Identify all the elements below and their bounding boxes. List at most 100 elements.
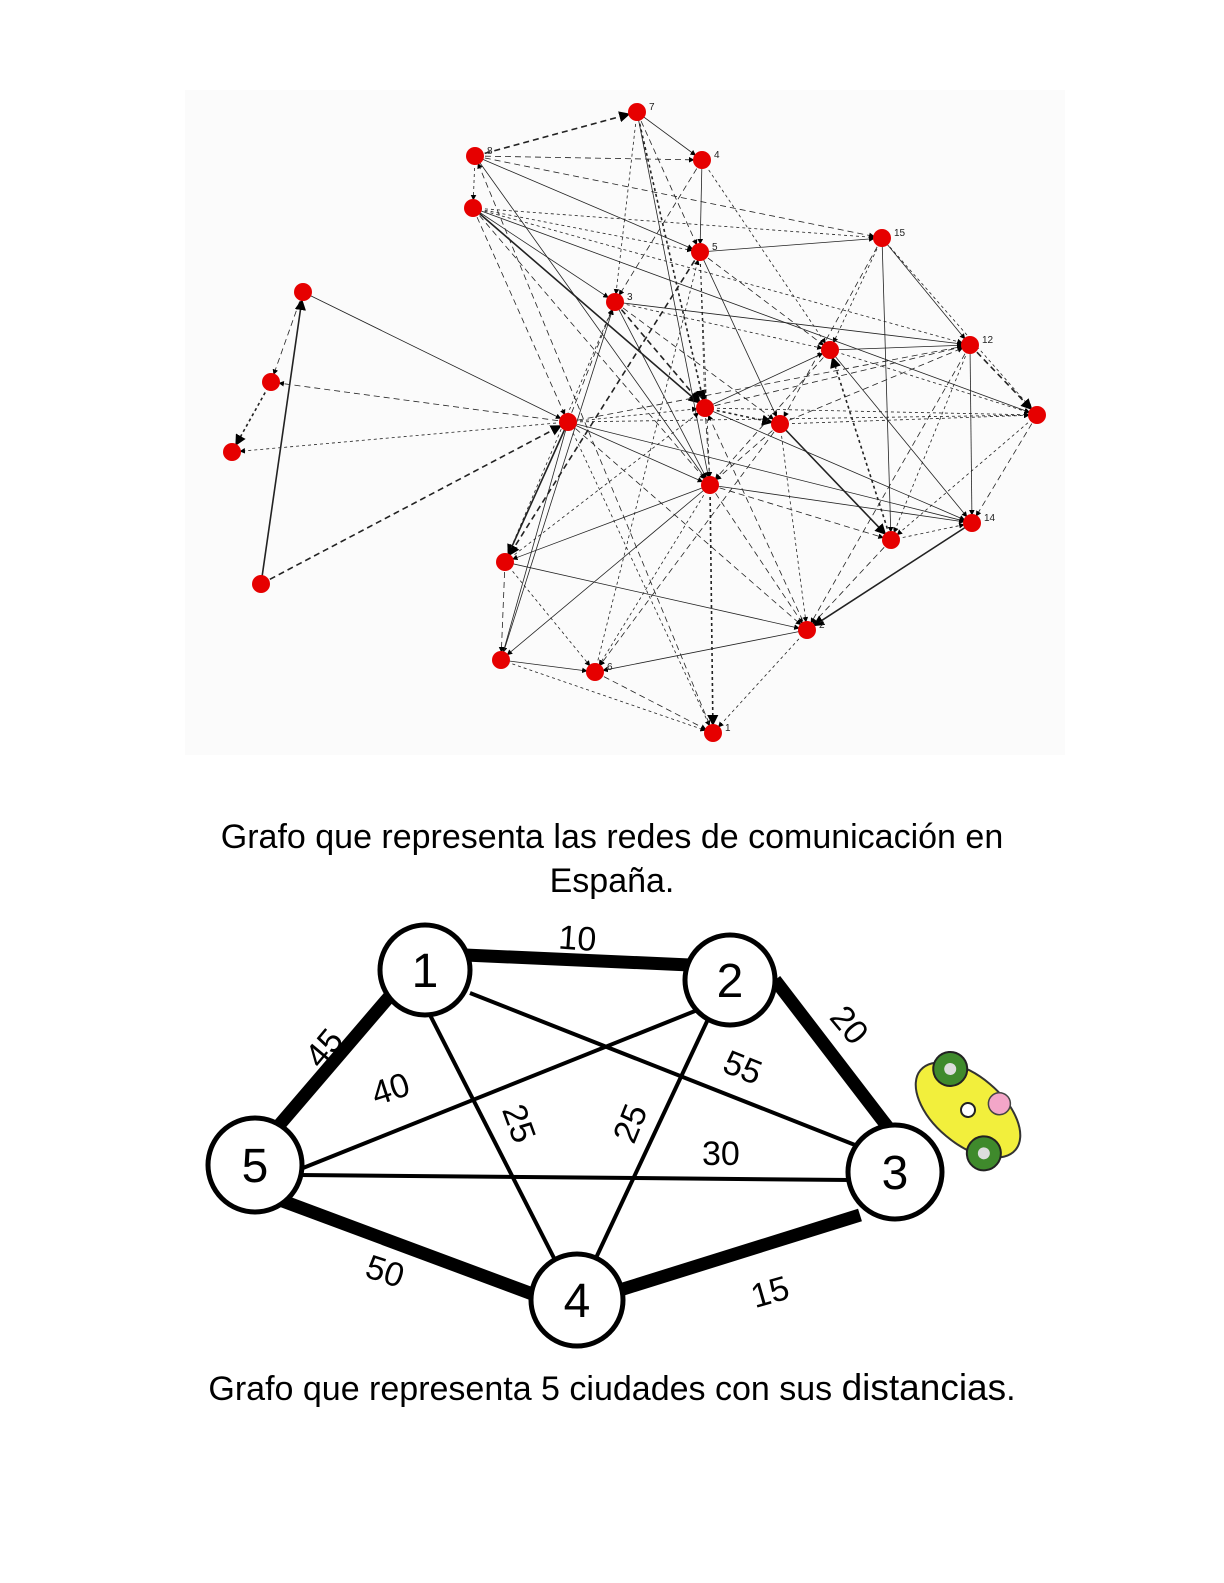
network-node — [262, 373, 280, 391]
network-node — [252, 575, 270, 593]
network-node — [691, 243, 709, 261]
network-edge — [594, 671, 707, 730]
distance-label-2-4: 25 — [606, 1099, 655, 1148]
network-edge — [704, 345, 963, 409]
network-edge — [699, 251, 713, 478]
car-hubcap — [944, 1062, 957, 1075]
distance-label-1-3: 55 — [718, 1043, 767, 1092]
network-edge — [975, 414, 1038, 517]
network-edge — [506, 484, 711, 656]
network-node — [628, 103, 646, 121]
network-edge — [567, 421, 711, 727]
network-node — [882, 531, 900, 549]
edge-5-4 — [277, 1193, 538, 1302]
network-edge — [704, 407, 966, 521]
city-label-4: 4 — [564, 1275, 591, 1328]
network-edge — [599, 423, 781, 667]
city-label-3: 3 — [882, 1147, 909, 1200]
network-edge — [272, 291, 304, 375]
network-edge — [704, 407, 1030, 418]
distance-label-1-2: 10 — [557, 919, 597, 960]
city-node-2: 2 — [682, 932, 778, 1028]
network-edge — [881, 237, 894, 533]
network-node — [771, 415, 789, 433]
network-node-label: 1 — [725, 723, 731, 734]
network-node-label: 5 — [712, 242, 718, 253]
cities-caption-prefix: Grafo que representa 5 ciudades con sus — [208, 1370, 833, 1408]
network-edge — [699, 251, 825, 346]
network-node — [701, 476, 719, 494]
network-edge — [893, 344, 971, 534]
network-edge — [235, 381, 272, 446]
network-edge — [498, 561, 506, 653]
network-node-label: 7 — [649, 102, 655, 113]
network-edge — [567, 421, 704, 483]
network-node — [798, 621, 816, 639]
network-edge — [699, 251, 708, 401]
network-edge — [810, 344, 971, 624]
car-driver — [987, 1091, 1012, 1116]
edge-2-3 — [769, 976, 896, 1134]
network-edge — [697, 159, 704, 245]
car-illustration — [914, 1050, 1022, 1172]
network-node-label: 6 — [607, 662, 613, 673]
network-node-label: 14 — [984, 513, 996, 524]
city-label-2: 2 — [717, 955, 744, 1008]
network-edge — [779, 347, 964, 425]
network-edge — [896, 414, 1038, 536]
network-edge — [881, 237, 1033, 410]
network-node-label: 3 — [627, 292, 633, 303]
network-edge — [567, 421, 802, 626]
network-node-label: 8 — [487, 146, 493, 157]
network-edge — [598, 484, 711, 666]
network-edge — [707, 414, 808, 631]
cities-caption: Grafo que representa 5 ciudades con sus … — [0, 1364, 1224, 1413]
network-edge — [504, 412, 700, 563]
network-node — [961, 336, 979, 354]
network-node — [821, 341, 839, 359]
cities-distance-graph: 1 2 3 4 5 10 20 45 40 55 25 25 30 50 15 — [180, 905, 1060, 1365]
network-edge — [567, 412, 1030, 423]
network-edge — [508, 251, 701, 557]
city-node-1: 1 — [377, 922, 473, 1018]
network-edge — [618, 159, 703, 296]
network-edge — [474, 155, 706, 479]
network-edge — [500, 659, 706, 732]
network-node-label: 2 — [819, 620, 825, 631]
network-edge — [474, 111, 631, 157]
network-edge — [507, 421, 569, 556]
network-node — [693, 151, 711, 169]
network-node — [223, 443, 241, 461]
network-edge — [829, 349, 968, 518]
cities-graph-canvas: 1 2 3 4 5 10 20 45 40 55 25 25 30 50 15 — [205, 919, 1022, 1349]
network-edge — [969, 344, 1033, 411]
network-edge — [511, 484, 711, 561]
network-edge — [302, 291, 562, 419]
network-edge — [830, 356, 892, 541]
car-emblem — [960, 1102, 976, 1118]
cities-caption-suffix: . — [1006, 1370, 1016, 1408]
distance-label-1-5: 45 — [298, 1022, 351, 1075]
city-node-3: 3 — [845, 1122, 945, 1222]
distance-label-4-3: 15 — [747, 1269, 794, 1316]
car-hubcap — [977, 1147, 990, 1160]
network-edge — [636, 111, 698, 246]
network-edge — [472, 207, 963, 345]
edge-1-3 — [469, 991, 856, 1147]
network-edge — [783, 237, 883, 418]
network-edge — [614, 301, 701, 403]
network-edges — [235, 111, 1038, 734]
network-edge — [500, 309, 614, 661]
network-node — [586, 663, 604, 681]
network-edge — [472, 207, 693, 253]
network-edge — [472, 207, 566, 416]
network-edge — [832, 237, 883, 344]
edge-1-2 — [464, 948, 691, 972]
edge-2-4 — [593, 1014, 712, 1261]
network-edge — [504, 561, 591, 667]
network-edge — [507, 301, 616, 556]
network-node — [873, 229, 891, 247]
network-edge — [779, 423, 887, 536]
